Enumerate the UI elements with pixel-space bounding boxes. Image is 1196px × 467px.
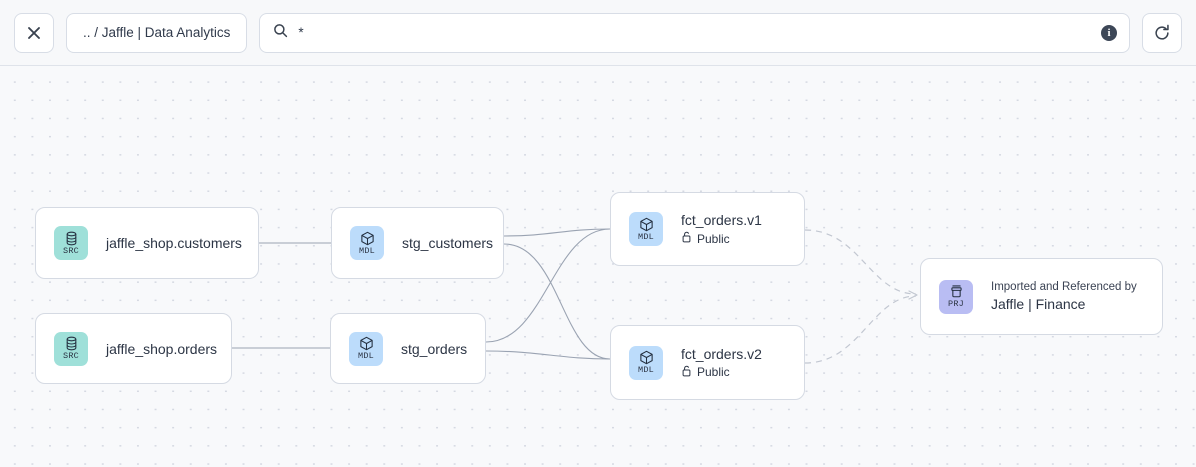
database-icon: SRC [54, 331, 88, 366]
edge-fct-v1-project [804, 229, 917, 295]
edge-stg-customers-fct-v2 [503, 243, 611, 360]
node-labels: stg_customers [402, 235, 493, 251]
node-stg-customers[interactable]: MDL stg_customers [331, 207, 504, 279]
node-title: jaffle_shop.customers [106, 235, 242, 251]
edge-stg-orders-fct-v1 [485, 228, 611, 343]
badge-label: PRJ [948, 299, 964, 309]
node-labels: fct_orders.v1 Public [681, 212, 762, 246]
lineage-canvas[interactable]: SRC jaffle_shop.customers SRC jaffle_sho… [0, 66, 1196, 467]
badge-label: MDL [638, 231, 654, 242]
node-fct-orders-v2[interactable]: MDL fct_orders.v2 Public [610, 325, 805, 400]
search-input[interactable] [298, 13, 1091, 52]
cube-icon: MDL [629, 345, 663, 380]
badge-label: MDL [638, 365, 654, 375]
database-icon: SRC [54, 226, 88, 260]
cube-icon: MDL [350, 226, 384, 260]
node-labels: jaffle_shop.orders [106, 341, 217, 357]
node-src-customers[interactable]: SRC jaffle_shop.customers [35, 207, 259, 279]
refresh-button[interactable] [1142, 12, 1182, 53]
node-title: stg_orders [401, 340, 468, 357]
search-icon [273, 23, 288, 43]
node-labels: stg_orders [401, 341, 467, 357]
refresh-icon [1153, 24, 1171, 42]
node-kicker: Imported and Referenced by [991, 281, 1137, 293]
node-visibility-label: Public [697, 231, 730, 246]
badge-label: SRC [63, 351, 79, 361]
badge-label: MDL [358, 351, 374, 361]
node-title: stg_customers [402, 235, 494, 251]
breadcrumb-label: .. / Jaffle | Data Analytics [83, 25, 231, 40]
node-title: jaffle_shop.orders [106, 340, 218, 357]
edge-arrowhead [908, 290, 918, 300]
toolbar: .. / Jaffle | Data Analytics i [0, 0, 1196, 66]
node-project-finance[interactable]: PRJ Imported and Referenced by Jaffle | … [920, 258, 1163, 335]
edge-stg-orders-fct-v2 [485, 350, 611, 360]
node-stg-orders[interactable]: MDL stg_orders [330, 313, 486, 384]
info-circle-icon[interactable]: i [1101, 24, 1117, 41]
close-icon [27, 26, 41, 40]
node-title: fct_orders.v1 [681, 212, 762, 228]
cube-icon: MDL [629, 212, 663, 246]
node-labels: jaffle_shop.customers [106, 235, 242, 251]
node-title: fct_orders.v2 [681, 345, 762, 362]
project-archive-icon: PRJ [939, 279, 973, 314]
search-field[interactable]: i [259, 12, 1130, 53]
cube-icon: MDL [349, 331, 383, 366]
node-fct-orders-v1[interactable]: MDL fct_orders.v1 Public [610, 192, 805, 266]
close-button[interactable] [14, 12, 54, 53]
node-visibility: Public [681, 231, 762, 246]
badge-label: SRC [63, 245, 79, 256]
node-labels: fct_orders.v2 Public [681, 346, 762, 380]
node-labels: Imported and Referenced by Jaffle | Fina… [991, 281, 1137, 312]
breadcrumb[interactable]: .. / Jaffle | Data Analytics [66, 12, 248, 53]
edge-stg-customers-fct-v1 [503, 228, 611, 237]
node-visibility-label: Public [697, 365, 730, 379]
edge-fct-v2-project [804, 295, 917, 364]
unlock-icon [681, 365, 692, 380]
node-src-orders[interactable]: SRC jaffle_shop.orders [35, 313, 232, 384]
node-title: Jaffle | Finance [991, 296, 1086, 312]
node-visibility: Public [681, 365, 762, 380]
badge-label: MDL [359, 245, 375, 256]
unlock-icon [681, 231, 692, 246]
